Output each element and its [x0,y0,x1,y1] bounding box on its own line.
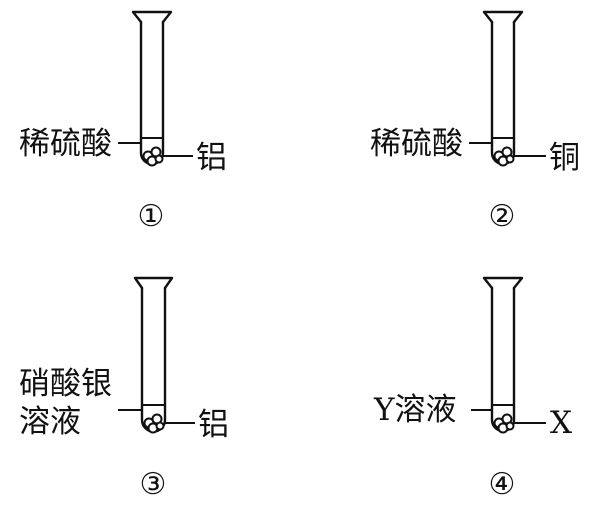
liquid-label-3-line-1: 硝酸银 [19,366,112,402]
metal-granules-4 [493,413,515,434]
experiment-number-1: ① [138,199,165,234]
liquid-label-2: 稀硫酸 [370,126,463,162]
experiment-3: 硝酸银 溶液 铝 ③ [19,276,229,502]
metal-granules-2 [493,146,515,167]
metal-granules-3 [143,413,165,434]
experiment-number-3: ③ [140,467,167,502]
metal-granules-1 [142,146,164,167]
solid-label-3: 铝 [198,407,229,443]
liquid-label-3-line-2: 溶液 [19,404,81,440]
test-tube-2 [482,10,524,167]
experiment-2: 稀硫酸 铜 ② [370,10,580,234]
solid-label-2: 铜 [549,140,580,176]
experiment-number-4: ④ [489,467,516,502]
test-tube-1 [131,10,173,167]
liquid-label-4: Y溶液 [373,392,456,428]
solid-label-1: 铝 [196,140,227,176]
experiment-number-2: ② [489,199,516,234]
experiment-1: 稀硫酸 铝 ① [19,10,227,234]
solid-label-4: X [550,405,572,441]
liquid-label-1: 稀硫酸 [19,126,112,162]
experiment-4: Y溶液 X ④ [373,276,572,502]
test-tube-4 [482,276,524,434]
test-tube-3 [133,276,174,434]
